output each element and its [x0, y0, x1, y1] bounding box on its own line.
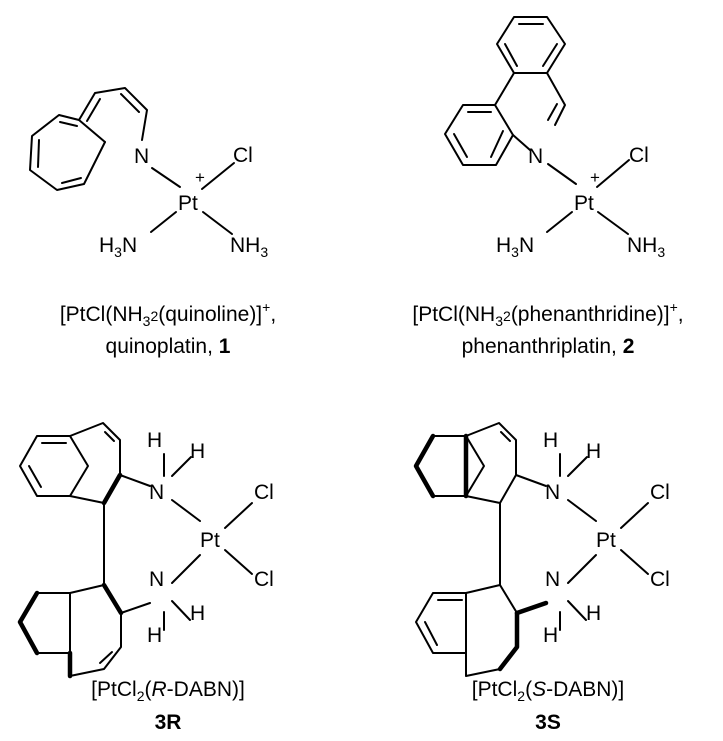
platinum-label: Pt [200, 529, 220, 552]
ammine-right-label: NH3 [627, 234, 665, 260]
platinum-label: Pt [178, 192, 198, 215]
nitrogen-label: N [528, 145, 543, 168]
binaphthyl-diamine [17, 422, 201, 679]
ammine-left-label: H3N [496, 234, 534, 260]
quinoline-ring [29, 87, 181, 191]
platinum-label: Pt [574, 192, 594, 215]
h-label-bottom-left: H [543, 624, 558, 647]
compound-2-phenanthriplatin: N Pt + Cl H3N NH3 [PtCl(NH32(phenanthrid… [412, 16, 684, 358]
platinum-label: Pt [596, 529, 616, 552]
caption-number: 3S [535, 711, 561, 734]
compound-1-quinoplatin: N Pt + Cl H3N NH3 [PtCl(NH32(quinoline)]… [29, 87, 276, 358]
platinum-ligands [150, 162, 235, 235]
compound-3R: H H N Pt Cl Cl N H H [PtCl2(R-DABN)] 3R [17, 422, 274, 734]
chloride-label: Cl [629, 144, 649, 167]
platinum-ligands [224, 502, 253, 575]
nitrogen-label-top: N [149, 481, 164, 504]
caption-formula: [PtCl2(S-DABN)] [472, 678, 625, 704]
charge-label: + [590, 168, 600, 187]
nitrogen-label-bottom: N [545, 568, 560, 591]
caption-formula: [PtCl(NH32(phenanthridine)]+, [412, 299, 683, 329]
caption-formula: [PtCl2(R-DABN)] [91, 678, 245, 704]
compound-3S: H H N Pt Cl Cl N H H [PtCl2(S-DABN)] 3S [413, 422, 670, 734]
caption-formula: [PtCl(NH32(quinoline)]+, [60, 299, 276, 329]
chloride-label-top: Cl [254, 481, 274, 504]
caption-number: 3R [155, 711, 182, 734]
chloride-label-top: Cl [650, 481, 670, 504]
nitrogen-label-bottom: N [149, 568, 164, 591]
ammine-left-label: H3N [99, 234, 137, 260]
nitrogen-label: N [134, 145, 149, 168]
h-label-top-left: H [543, 429, 558, 452]
nitrogen-label-top: N [545, 481, 560, 504]
h-label-top-right: H [190, 440, 205, 463]
h-label-bottom-right: H [586, 602, 601, 625]
platinum-ligands [620, 502, 649, 575]
phenanthridine-ring [444, 16, 577, 185]
binaphthyl-diamine [413, 422, 597, 677]
ammine-right-label: NH3 [230, 234, 268, 260]
h-label-top-right: H [586, 440, 601, 463]
h-label-bottom-left: H [147, 624, 162, 647]
caption-name: phenanthriplatin, 2 [462, 335, 635, 358]
h-label-top-left: H [147, 429, 162, 452]
caption-name: quinoplatin, 1 [106, 335, 231, 358]
h-label-bottom-right: H [190, 602, 205, 625]
charge-label: + [195, 168, 205, 187]
chloride-label: Cl [233, 144, 253, 167]
chloride-label-bottom: Cl [254, 568, 274, 591]
chloride-label-bottom: Cl [650, 568, 670, 591]
platinum-ligands [546, 159, 630, 235]
